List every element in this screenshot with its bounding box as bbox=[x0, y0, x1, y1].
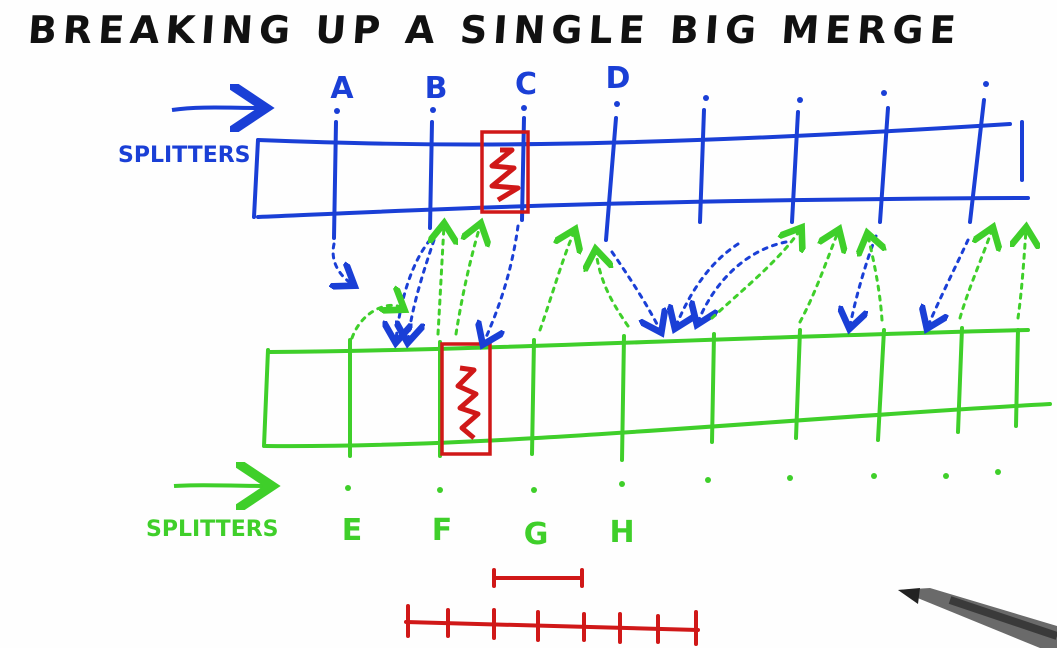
marker-pen-illustration bbox=[898, 588, 1057, 648]
splitter-label-g: G bbox=[524, 517, 549, 552]
splitter-line-6b bbox=[794, 328, 802, 440]
splitter-line-g bbox=[530, 338, 536, 456]
top-splitters-label: SPLITTERS bbox=[118, 143, 251, 168]
splitter-line-9b bbox=[1014, 328, 1020, 428]
top-array-pointer-arrow bbox=[171, 108, 262, 111]
splitter-line-h bbox=[620, 334, 626, 462]
bottom-highlight-scribble bbox=[455, 365, 481, 440]
red-range-long bbox=[404, 604, 700, 646]
bottom-array bbox=[262, 326, 1052, 462]
top-splitter-dots bbox=[334, 81, 989, 114]
bottom-array-pointer-arrow bbox=[173, 485, 268, 486]
bottom-splitters-label: SPLITTERS bbox=[146, 517, 279, 542]
splitter-line-5b bbox=[710, 332, 716, 444]
top-array-lower-edge bbox=[256, 196, 1030, 219]
splitter-label-c: C bbox=[515, 67, 537, 102]
red-range-short bbox=[492, 568, 584, 588]
splitter-line-7b bbox=[876, 328, 886, 442]
green-mapping-arrows bbox=[350, 226, 1026, 340]
bottom-highlight-box bbox=[440, 342, 492, 456]
top-highlight-box bbox=[480, 130, 530, 214]
splitter-label-h: H bbox=[609, 515, 634, 550]
bottom-array-left-edge bbox=[262, 348, 270, 448]
top-array-upper-edge bbox=[256, 122, 1012, 147]
bottom-array-lower-edge bbox=[264, 402, 1052, 449]
splitter-line-6 bbox=[790, 110, 800, 224]
splitter-line-8 bbox=[968, 98, 986, 224]
splitter-line-b bbox=[428, 120, 434, 230]
splitter-label-e: E bbox=[342, 513, 363, 548]
splitter-line-5 bbox=[698, 108, 706, 224]
bottom-splitter-dots bbox=[345, 469, 1001, 493]
splitter-label-a: A bbox=[330, 71, 354, 106]
top-array-left-edge bbox=[252, 138, 260, 219]
splitter-label-b: B bbox=[425, 71, 448, 106]
blue-mapping-arrows bbox=[333, 224, 970, 342]
bottom-array-upper-edge bbox=[268, 328, 1030, 354]
splitter-line-8b bbox=[956, 326, 964, 434]
splitter-line-7 bbox=[878, 106, 890, 224]
splitter-line-c bbox=[520, 116, 526, 222]
top-array bbox=[252, 98, 1030, 242]
splitter-line-d bbox=[604, 116, 618, 242]
splitter-label-d: D bbox=[606, 61, 631, 96]
top-highlight-scribble bbox=[489, 147, 521, 203]
splitter-label-f: F bbox=[432, 513, 453, 548]
splitter-line-a bbox=[332, 120, 338, 240]
